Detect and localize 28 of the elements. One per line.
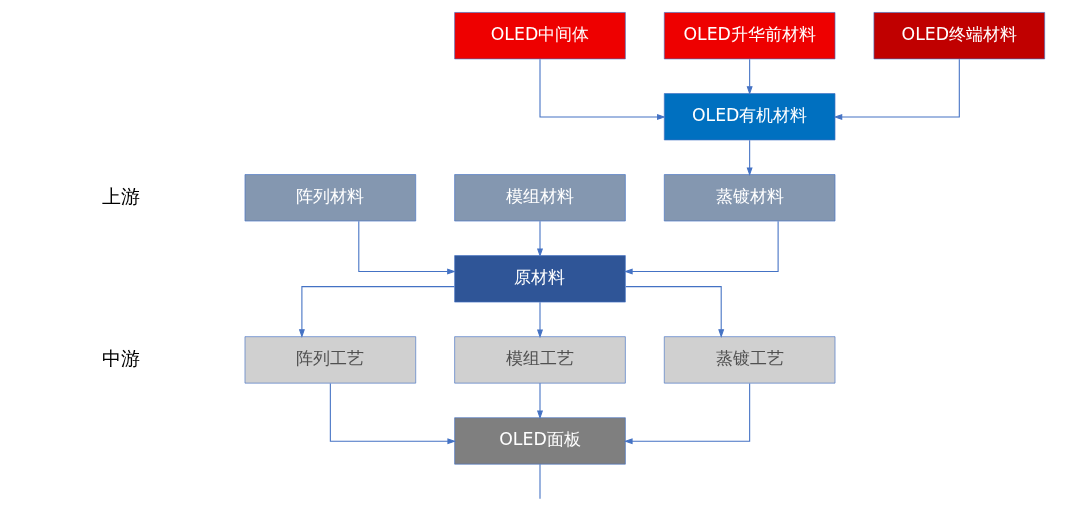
node-box: 模组材料 [454,174,626,222]
arrow [536,301,544,339]
arrow [623,382,751,445]
node-box: OLED终端材料 [873,12,1045,60]
node-box: OLED升华前材料 [663,12,836,60]
node-box: 蒸镀工艺 [663,336,836,384]
node-box: 原材料 [454,255,626,303]
node-box: 模组工艺 [454,336,626,384]
node-box: 阵列材料 [244,174,417,222]
arrow [536,382,544,420]
arrow [746,58,753,95]
arrow [298,286,455,338]
connector [539,463,541,500]
node-box: OLED面板 [454,417,626,465]
arrow [746,139,753,177]
arrow [536,220,544,258]
arrow [833,58,960,120]
arrow [539,58,666,120]
arrow [358,220,456,275]
label: 中游 [101,346,140,370]
node-box: OLED中间体 [454,12,626,60]
arrow [329,382,457,445]
arrow [625,286,725,338]
node-box: OLED有机材料 [663,93,836,141]
arrow [624,220,779,275]
node-box: 蒸镀材料 [663,174,836,222]
node-box: 阵列工艺 [244,336,417,384]
label: 上游 [101,184,140,208]
